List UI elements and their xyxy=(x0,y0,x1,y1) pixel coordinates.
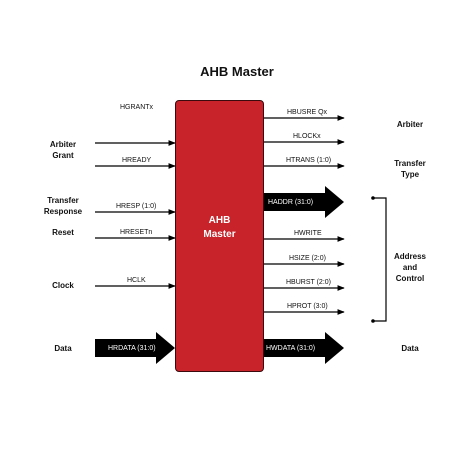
right-group-address-control-line-3: Control xyxy=(395,274,425,283)
right-group-arbiter: Arbiter xyxy=(396,120,424,129)
signal-hrdata: HRDATA (31:0) xyxy=(108,345,156,352)
signal-hwdata: HWDATA (31:0) xyxy=(266,345,316,352)
left-group-data: Data xyxy=(54,344,72,353)
block-label-line-1: AHB xyxy=(208,215,231,226)
left-group-arbiter-grant-line-1: Arbiter xyxy=(49,140,77,149)
right-group-address-control-line-2: and xyxy=(402,263,418,272)
left-group-arbiter-grant-line-2: Grant xyxy=(52,151,74,160)
signal-hgrantx: HGRANTx xyxy=(120,104,154,111)
signal-hsize: HSIZE (2:0) xyxy=(289,255,326,262)
signal-hwrite: HWRITE xyxy=(294,230,322,237)
hrdata-bus xyxy=(95,332,175,364)
left-group-transfer-response-line-1: Transfer xyxy=(47,196,79,205)
right-group-data: Data xyxy=(401,344,419,353)
hwdata-bus xyxy=(264,332,344,364)
signal-hprot: HPROT (3:0) xyxy=(287,303,328,310)
address-control-bracket xyxy=(373,197,387,322)
signal-hresp: HRESP (1:0) xyxy=(116,203,157,210)
signal-hready: HREADY xyxy=(122,157,152,164)
block-label-line-2: Master xyxy=(203,229,236,240)
right-group-address-control: Address and Control xyxy=(388,251,432,284)
right-group-address-control-line-1: Address xyxy=(393,252,426,261)
haddr-bus xyxy=(264,186,344,218)
diagram-title: AHB Master xyxy=(200,64,274,79)
signal-hbusreq: HBUSRE Qx xyxy=(287,109,328,116)
signal-hresetn: HRESETn xyxy=(120,229,153,236)
ahb-master-block-label: AHB Master xyxy=(175,214,264,242)
right-group-transfer-type: Transfer Type xyxy=(388,158,432,180)
bracket-top-dot xyxy=(371,196,375,200)
left-group-reset: Reset xyxy=(52,228,74,237)
signal-hlock: HLOCKx xyxy=(293,133,321,140)
ahb-master-block xyxy=(175,100,264,372)
signal-hburst: HBURST (2:0) xyxy=(286,279,331,286)
left-group-transfer-response: Transfer Response xyxy=(42,195,84,217)
right-group-transfer-type-line-2: Type xyxy=(400,170,420,179)
bracket-bottom-dot xyxy=(371,319,375,323)
signal-haddr: HADDR (31:0) xyxy=(268,199,314,206)
signal-hclk: HCLK xyxy=(127,277,146,284)
signal-htrans: HTRANS (1:0) xyxy=(286,157,332,164)
left-group-clock: Clock xyxy=(52,281,74,290)
left-group-arbiter-grant: Arbiter Grant xyxy=(42,139,84,161)
left-group-transfer-response-line-2: Response xyxy=(43,207,83,216)
right-group-transfer-type-line-1: Transfer xyxy=(394,159,426,168)
